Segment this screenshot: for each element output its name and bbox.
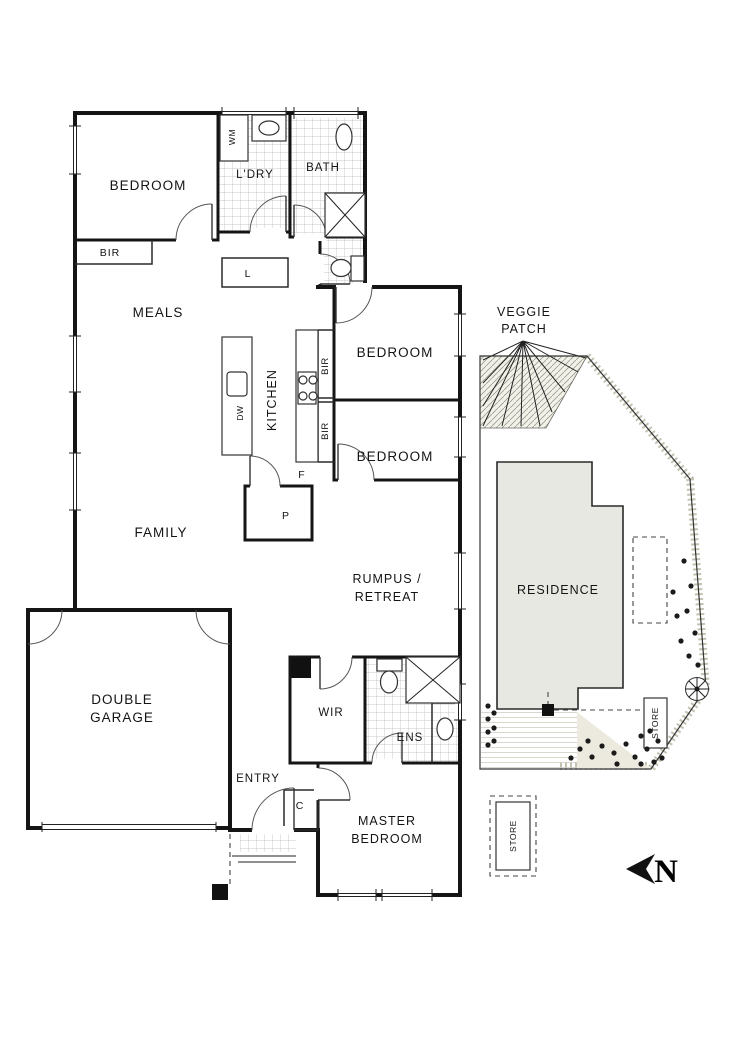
deck-paving (481, 710, 577, 768)
bir1-label: BIR (100, 247, 121, 259)
kitchen-sink (226, 371, 248, 397)
bedroom3-label: BEDROOM (357, 449, 434, 464)
entry-steps (232, 855, 296, 863)
window (69, 335, 81, 393)
burner (298, 375, 308, 385)
store-lower-label: STORE (508, 820, 518, 852)
closet-label: C (296, 800, 305, 812)
bir2-label: BIR (320, 357, 331, 375)
north-arrow-dart (626, 854, 655, 884)
rumpus-label-line2: RETREAT (355, 590, 419, 604)
store-upper-label: STORE (650, 707, 660, 739)
north-arrow: N (626, 854, 678, 890)
garage-label-line2: GARAGE (90, 710, 154, 725)
tree-symbol (685, 677, 709, 701)
window (69, 125, 81, 175)
bedroom2-label: BEDROOM (357, 345, 434, 360)
bath-label: BATH (306, 162, 340, 174)
ensuite-basin (436, 717, 454, 741)
pier-marker (212, 884, 228, 900)
residence-footprint (496, 461, 624, 710)
ensuite-cistern (376, 658, 403, 672)
master-label-line1: MASTER (358, 814, 416, 828)
pantry-label: P (282, 510, 290, 522)
window (381, 889, 433, 901)
burner (308, 375, 318, 385)
fridge-label: F (298, 469, 305, 481)
site-dashed-lines (547, 692, 642, 711)
kitchen-label: KITCHEN (265, 369, 279, 431)
trough-bowl (258, 120, 280, 136)
store-lower-box (495, 801, 531, 871)
linen-label: L (245, 268, 252, 280)
wc-cistern (350, 255, 365, 282)
duct-block (291, 658, 311, 678)
driveway-corner (577, 712, 651, 769)
north-label: N (654, 854, 678, 890)
site-marker-square (542, 704, 554, 716)
wir-label: WIR (318, 707, 343, 719)
window (69, 452, 81, 511)
burner (298, 391, 308, 401)
veggie-label-line1: VEGGIE (497, 305, 551, 319)
rumpus-label-line1: RUMPUS / (352, 572, 421, 586)
bedroom1-label: BEDROOM (110, 178, 187, 193)
porch-tiles (240, 834, 296, 852)
meals-label: MEALS (133, 305, 184, 320)
entry-label: ENTRY (236, 773, 280, 785)
door-leaves (211, 196, 403, 830)
ens-label: ENS (397, 732, 424, 744)
veggie-label-line2: PATCH (501, 322, 547, 336)
residence-label: RESIDENCE (517, 583, 599, 597)
hall-closet (283, 789, 319, 831)
window (454, 313, 466, 357)
shower-cross (405, 656, 461, 704)
garage-door-panel (41, 822, 217, 832)
store-upper-box (643, 697, 668, 749)
master-label-line2: BEDROOM (351, 832, 423, 846)
pergola-dashed (632, 536, 668, 624)
window (293, 107, 359, 119)
washing-machine (219, 114, 249, 162)
store-lower-dashed (489, 795, 537, 877)
bir3-label: BIR (320, 422, 331, 440)
door-swing-arcs (27, 195, 403, 831)
window (337, 889, 377, 901)
doors (27, 195, 403, 831)
door-openings (42, 228, 402, 834)
linen-closet (221, 257, 289, 288)
wc-toilet (330, 258, 352, 278)
dw-label: DW (235, 405, 245, 420)
shower-cross (324, 192, 366, 238)
ensuite-toilet (379, 670, 399, 694)
window (454, 416, 466, 458)
family-label: FAMILY (134, 525, 187, 540)
fixtures (212, 114, 461, 900)
shrub-dots (485, 558, 701, 767)
laundry-label: L'DRY (236, 169, 274, 181)
garage-label-line1: DOUBLE (91, 692, 153, 707)
sliding-door (454, 552, 466, 610)
burner (308, 391, 318, 401)
bath-basin (335, 123, 353, 151)
room-labels: BEDROOM BIR WM L'DRY BATH L MEALS KITCHE… (90, 129, 434, 846)
site-plan: VEGGIE PATCH RESIDENCE STORE STORE (479, 305, 711, 877)
wm-label: WM (227, 129, 237, 145)
